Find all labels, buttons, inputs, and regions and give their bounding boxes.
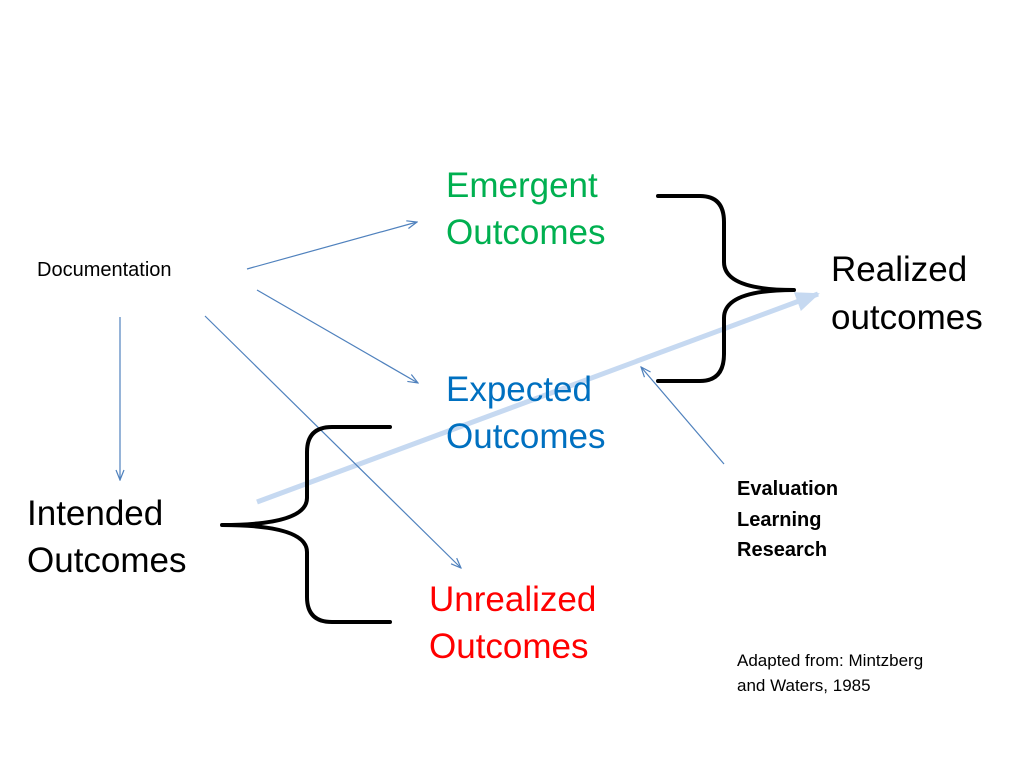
emergent-line-2: Outcomes [446, 213, 606, 252]
evaluation-line-1: Evaluation [737, 478, 839, 500]
intended-brace [220, 425, 392, 624]
unrealized-outcomes-label: Unrealized Outcomes [429, 576, 596, 670]
documentation-text: Documentation [37, 259, 172, 281]
source-note-line-2: and Waters, 1985 [737, 676, 871, 695]
evaluation-learning-research-label: Evaluation Learning Research [737, 474, 838, 566]
documentation-to-emergent-arrow [246, 222, 417, 270]
intended-outcomes-label: Intended Outcomes [27, 490, 187, 584]
documentation-to-expected-arrow [256, 289, 418, 383]
intended-line-2: Outcomes [27, 541, 187, 580]
expected-line-1: Expected [446, 370, 592, 409]
realized-line-1: Realized [831, 250, 968, 289]
emergent-line-1: Emergent [446, 166, 598, 205]
unrealized-line-2: Outcomes [429, 627, 589, 666]
realized-brace [656, 194, 796, 383]
expected-line-2: Outcomes [446, 417, 606, 456]
documentation-to-unrealized-arrow [204, 315, 461, 568]
evaluation-line-3: Research [737, 539, 828, 561]
expected-outcomes-label: Expected Outcomes [446, 366, 606, 460]
intended-line-1: Intended [27, 494, 164, 533]
realized-outcomes-label: Realized outcomes [831, 246, 983, 342]
unrealized-line-1: Unrealized [429, 580, 597, 619]
evaluation-to-expected-arrow [641, 367, 725, 465]
evaluation-line-2: Learning [737, 508, 822, 531]
emergent-outcomes-label: Emergent Outcomes [446, 162, 606, 256]
documentation-label: Documentation [37, 258, 172, 282]
source-note-line-1: Adapted from: Mintzberg [737, 651, 924, 670]
source-note: Adapted from: Mintzberg and Waters, 1985 [737, 648, 923, 698]
realized-line-2: outcomes [831, 298, 983, 337]
